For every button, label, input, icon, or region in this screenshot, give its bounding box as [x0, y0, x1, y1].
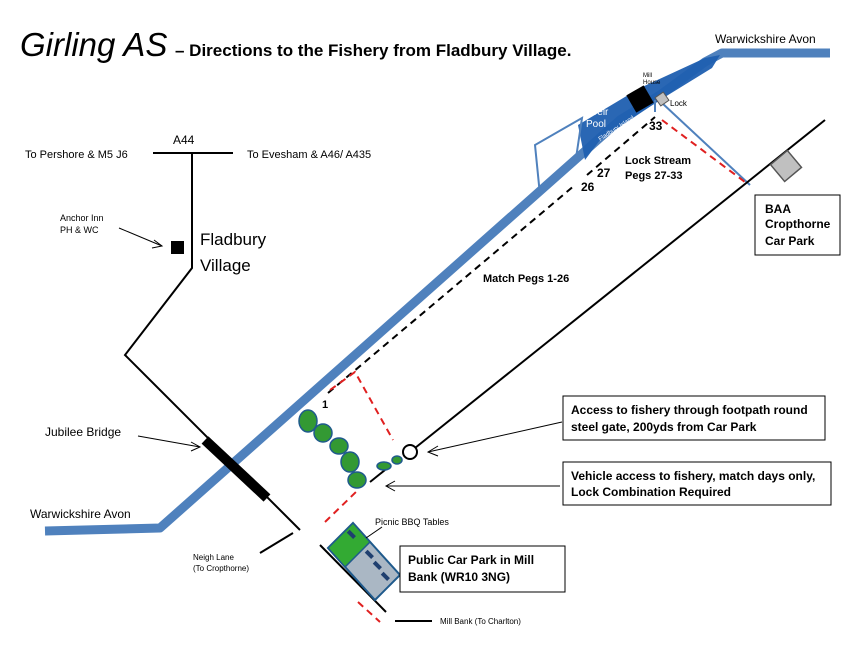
mill-house: [626, 85, 654, 113]
pointer-arrows: [118, 227, 563, 539]
map-subtitle: – Directions to the Fishery from Fladbur…: [175, 41, 571, 60]
access-box: Access to fishery through footpath round…: [562, 395, 826, 441]
picnic-label: Picnic BBQ Tables: [375, 517, 449, 527]
village-label: Fladbury: [200, 230, 267, 249]
peg-26-label: 26: [581, 180, 595, 194]
jubilee-bridge-label: Jubilee Bridge: [45, 425, 121, 439]
vehicle-box-line-1: Vehicle access to fishery, match days on…: [571, 469, 815, 483]
anchor-inn-marker: [171, 241, 184, 254]
peg-27-label: 27: [597, 166, 611, 180]
baa-box-line-2: Cropthorne: [765, 217, 831, 231]
baa-car-park-box: BAA Cropthorne Car Park: [754, 194, 841, 256]
to-pershore-label: To Pershore & M5 J6: [25, 149, 128, 161]
baa-car-park-marker: [769, 149, 803, 183]
anchor-inn-sublabel: PH & WC: [60, 225, 99, 235]
neigh-lane-label: Neigh Lane: [193, 553, 234, 562]
access-box-line-1: Access to fishery through footpath round: [571, 403, 808, 417]
peg-1-label: 1: [322, 399, 328, 411]
public-box-line-2: Bank (WR10 3NG): [408, 570, 510, 584]
weir-pool-label: Weir: [588, 107, 609, 118]
mill-house-label-2: House: [643, 80, 661, 86]
river-label-sw: Warwickshire Avon: [30, 507, 131, 521]
mill-bank-charlton-label: Mill Bank (To Charlton): [440, 617, 521, 626]
anchor-inn-label: Anchor Inn: [60, 213, 104, 223]
baa-box-line-1: BAA: [765, 202, 791, 216]
lock-label: Lock: [670, 99, 688, 108]
public-car-park: [326, 521, 402, 602]
peg-33-label: 33: [649, 119, 663, 133]
lock-stream-label: Lock Stream: [625, 155, 691, 167]
to-evesham-label: To Evesham & A46/ A435: [247, 149, 371, 161]
vehicle-box-line-2: Lock Combination Required: [571, 485, 731, 499]
trees: [298, 409, 403, 489]
village-label-2: Village: [200, 256, 251, 275]
river-avon: [44, 48, 830, 536]
lock-stream-pegs-label: Pegs 27-33: [625, 170, 682, 182]
weir-pool-label-2: Pool: [586, 119, 606, 130]
public-car-park-box: Public Car Park in Mill Bank (WR10 3NG): [399, 545, 566, 593]
peg-lines: [324, 116, 746, 623]
vehicle-box: Vehicle access to fishery, match days on…: [562, 461, 832, 506]
map-title: Girling AS: [20, 26, 167, 63]
match-pegs-label: Match Pegs 1-26: [483, 273, 569, 285]
neigh-lane-sublabel: (To Cropthorne): [193, 564, 249, 573]
a44-label: A44: [173, 133, 195, 147]
steel-gate: [402, 444, 418, 460]
lock-marker: [654, 91, 670, 107]
access-box-line-2: steel gate, 200yds from Car Park: [571, 420, 757, 434]
river-label-ne: Warwickshire Avon: [715, 32, 816, 46]
public-box-line-1: Public Car Park in Mill: [408, 553, 534, 567]
baa-box-line-3: Car Park: [765, 234, 815, 248]
jubilee-bridge: [201, 436, 271, 502]
mill-house-label: Mill: [643, 73, 652, 79]
